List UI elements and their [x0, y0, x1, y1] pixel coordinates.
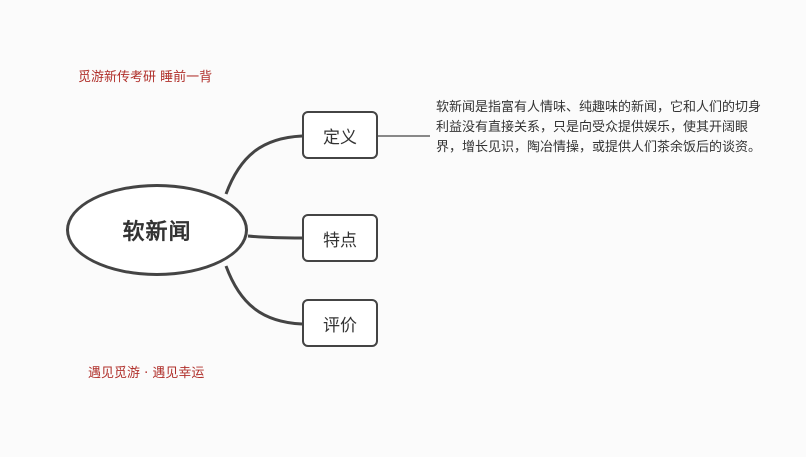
branch-label-definition: 定义 — [323, 127, 357, 148]
branch-label-features: 特点 — [323, 230, 357, 251]
connector-definition — [224, 134, 303, 195]
branch-node-evaluation: 评价 — [302, 299, 378, 347]
header-note: 觅游新传考研 睡前一背 — [78, 70, 213, 85]
branch-label-evaluation: 评价 — [323, 315, 357, 336]
footer-note: 遇见觅游 · 遇见幸运 — [88, 366, 205, 381]
branch-node-features: 特点 — [302, 214, 378, 262]
definition-text: 软新闻是指富有人情味、纯趣味的新闻，它和人们的切身利益没有直接关系，只是向受众提… — [436, 100, 762, 155]
center-node-label: 软新闻 — [122, 220, 192, 245]
center-node: 软新闻 — [66, 184, 248, 276]
connector-features — [247, 234, 303, 240]
branch-node-definition: 定义 — [302, 111, 378, 159]
connector-evaluation — [224, 265, 303, 326]
